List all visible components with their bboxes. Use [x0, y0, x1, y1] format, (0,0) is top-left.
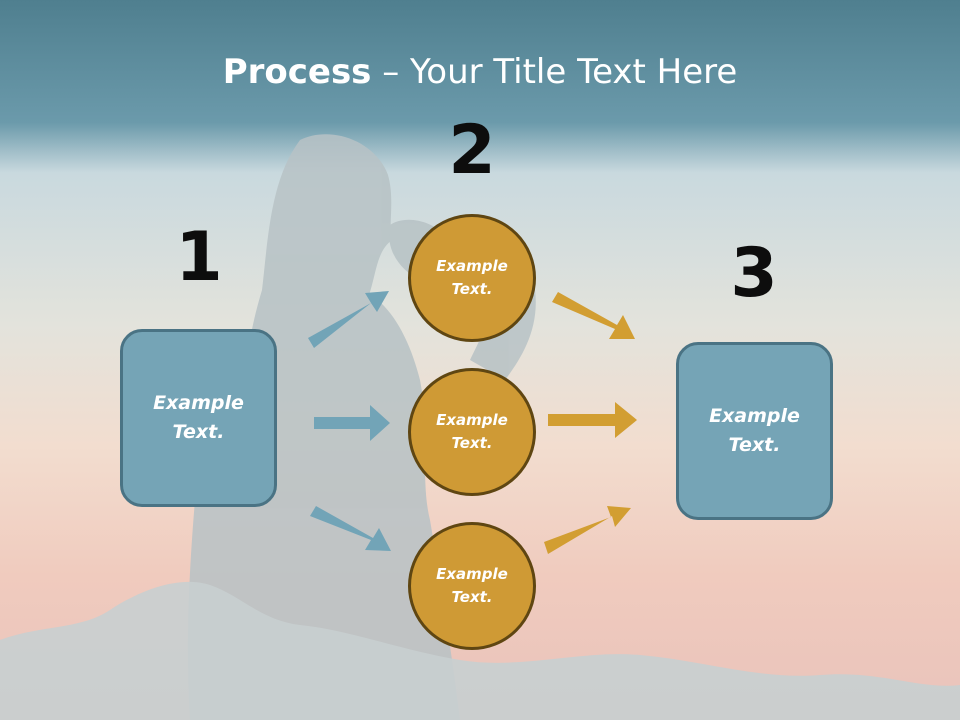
step-number-2: 2: [448, 111, 496, 190]
step-2-circle-top[interactable]: Example Text.: [408, 214, 536, 342]
step-1-box[interactable]: Example Text.: [120, 329, 277, 507]
title-rest: – Your Title Text Here: [371, 52, 738, 92]
step-number-3: 3: [730, 234, 778, 313]
step-3-box[interactable]: Example Text.: [676, 342, 833, 520]
circle-top-text: Example Text.: [436, 257, 508, 298]
circle-bottom-text: Example Text.: [436, 565, 508, 606]
step-1-text: Example Text.: [153, 392, 244, 443]
step-2-circle-bottom[interactable]: Example Text.: [408, 522, 536, 650]
cloud-band: [0, 581, 960, 720]
slide-title: Process – Your Title Text Here: [0, 52, 960, 92]
title-bold: Process: [222, 52, 372, 92]
step-2-circle-middle[interactable]: Example Text.: [408, 368, 536, 496]
circle-middle-text: Example Text.: [436, 411, 508, 452]
step-number-1: 1: [175, 218, 223, 297]
step-3-text: Example Text.: [709, 405, 800, 456]
